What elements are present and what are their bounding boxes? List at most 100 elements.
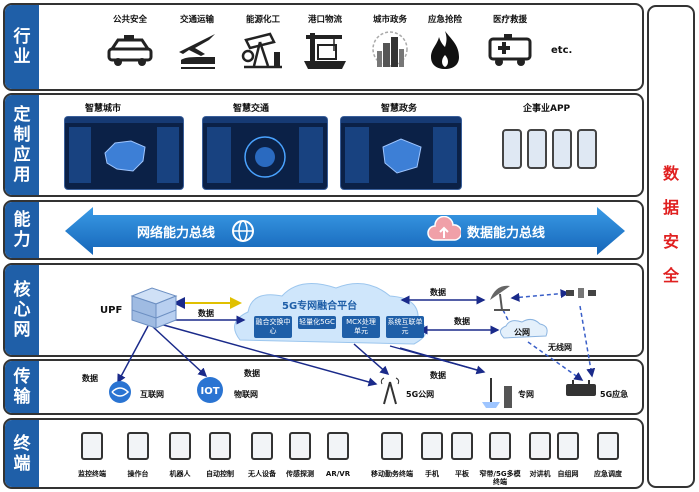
private-net-label: 专网 <box>518 390 534 399</box>
terminal-device-icon <box>169 432 191 460</box>
terminal-label: AR/VR <box>325 470 351 478</box>
public-net-label: 公网 <box>514 328 530 337</box>
public-5g-label: 5G公网 <box>406 390 435 399</box>
terminal-label: 移动勤务终端 <box>371 470 413 478</box>
private-net-tower-icon <box>482 378 512 408</box>
crane-icon <box>301 29 349 71</box>
fire-icon <box>421 29 469 71</box>
terminal-device-icon <box>209 432 231 460</box>
upf-label: UPF <box>100 305 123 316</box>
phone-app-3 <box>552 129 572 169</box>
custom-app-layer-label: 定制应用 <box>5 95 39 195</box>
industry-emergency: 应急抢险 <box>415 13 475 71</box>
terminal-label: 传感探测 <box>286 470 314 478</box>
terminal-device-icon <box>597 432 619 460</box>
data-bus-label: 数据能力总线 <box>467 226 546 241</box>
terminal-label: 窄带/5G多模终端 <box>479 470 521 486</box>
industry-label: 港口物流 <box>307 15 342 25</box>
emergency-5g-label: 5G应急 <box>600 390 629 399</box>
cloud-data-icon <box>427 216 461 241</box>
smart-city-screen <box>65 117 183 189</box>
data-label: 数据 <box>198 309 214 318</box>
terminal-device-icon <box>421 432 443 460</box>
capability-bus-arrow <box>65 207 625 255</box>
module-interconnect: 系统互联单元 <box>386 316 424 338</box>
police-car-icon <box>106 29 154 71</box>
phone-app-2 <box>527 129 547 169</box>
transport-layer: 传输 <box>3 359 644 415</box>
industry-label: 公共安全 <box>112 15 147 25</box>
terminal-layer-label: 终端 <box>5 420 39 487</box>
terminal-label: 平板 <box>455 470 469 478</box>
terminal-device-icon <box>251 432 273 460</box>
terminal-label: 机器人 <box>169 470 191 478</box>
data-security-label: 数据安全 <box>662 164 679 285</box>
industry-etc: etc. <box>551 45 573 56</box>
wireless-label: 无线网 <box>548 343 572 352</box>
emergency-5g-device-icon <box>566 380 596 396</box>
app-smart-gov-title: 智慧政务 <box>381 104 418 114</box>
data-label: 数据 <box>430 288 446 297</box>
capability-layer-label: 能力 <box>5 202 39 258</box>
industry-label: 交通运输 <box>179 15 214 25</box>
phone-app-1 <box>502 129 522 169</box>
industry-transport: 交通运输 <box>167 13 227 71</box>
terminal-label: 自动控制 <box>206 470 234 478</box>
industry-label: 应急抢险 <box>427 15 462 25</box>
app-smart-transport-title: 智慧交通 <box>233 104 270 114</box>
upf-server-icon <box>130 287 178 329</box>
custom-app-layer: 定制应用 智慧城市 智慧交通 智慧政务 企事业APP <box>3 93 644 197</box>
network-bus-label: 网络能力总线 <box>137 226 216 241</box>
industry-energy: 能源化工 <box>233 13 293 71</box>
core-layer-label: 核心网 <box>5 265 39 355</box>
terminal-device-icon <box>381 432 403 460</box>
app-enterprise-title: 企事业APP <box>523 104 571 114</box>
module-light-5gc: 轻量化5GC <box>298 316 336 329</box>
terminal-label: 自组网 <box>557 470 579 478</box>
smart-gov-screen <box>341 117 461 189</box>
data-label: 数据 <box>454 317 470 326</box>
industry-layer: 行业 公共安全 交通运输 能源化工 港口物流 城市政务 应急抢险 <box>3 3 644 91</box>
industry-label: 医疗救援 <box>492 15 527 25</box>
oil-pump-icon <box>239 29 287 71</box>
satellite-dish-icon <box>490 285 510 311</box>
terminal-label: 手机 <box>425 470 439 478</box>
app-smart-city-title: 智慧城市 <box>85 104 122 114</box>
terminal-device-icon <box>289 432 311 460</box>
city-network-icon <box>366 29 414 71</box>
satellite-icon <box>566 288 596 298</box>
capability-layer: 能力 网络能力总线 数据能力总线 <box>3 200 644 260</box>
module-mcx: MCX处理单元 <box>342 316 380 338</box>
phone-app-4 <box>577 129 597 169</box>
data-label: 数据 <box>244 369 260 378</box>
plane-train-icon <box>173 29 221 71</box>
data-label: 数据 <box>430 371 446 380</box>
terminal-device-icon <box>557 432 579 460</box>
smart-transport-screen <box>203 117 327 189</box>
industry-public-safety: 公共安全 <box>100 13 160 71</box>
industry-medical-rescue: 医疗救援 <box>480 13 540 71</box>
industry-port-logistics: 港口物流 <box>295 13 355 71</box>
terminal-device-icon <box>489 432 511 460</box>
data-label: 数据 <box>82 374 98 383</box>
industry-city-gov: 城市政务 <box>360 13 420 71</box>
iot-icon: IOT <box>197 377 223 403</box>
terminal-label: 操作台 <box>127 470 149 478</box>
industry-label: 城市政务 <box>372 15 407 25</box>
terminal-label: 应急调度 <box>594 470 622 478</box>
internet-label: 互联网 <box>140 390 164 399</box>
public-5g-tower-icon <box>380 377 400 405</box>
terminal-device-icon <box>127 432 149 460</box>
platform-title: 5G专网融合平台 <box>282 301 358 312</box>
terminal-label: 无人设备 <box>248 470 276 478</box>
terminal-label: 监控终端 <box>78 470 106 478</box>
data-security-panel: 数据安全 <box>647 5 695 488</box>
internet-icon <box>109 381 131 403</box>
globe-icon <box>232 220 254 242</box>
terminal-device-icon <box>451 432 473 460</box>
terminal-device-icon <box>327 432 349 460</box>
svg-text:IOT: IOT <box>200 386 219 397</box>
industry-label: 能源化工 <box>245 15 280 25</box>
terminal-device-icon <box>81 432 103 460</box>
